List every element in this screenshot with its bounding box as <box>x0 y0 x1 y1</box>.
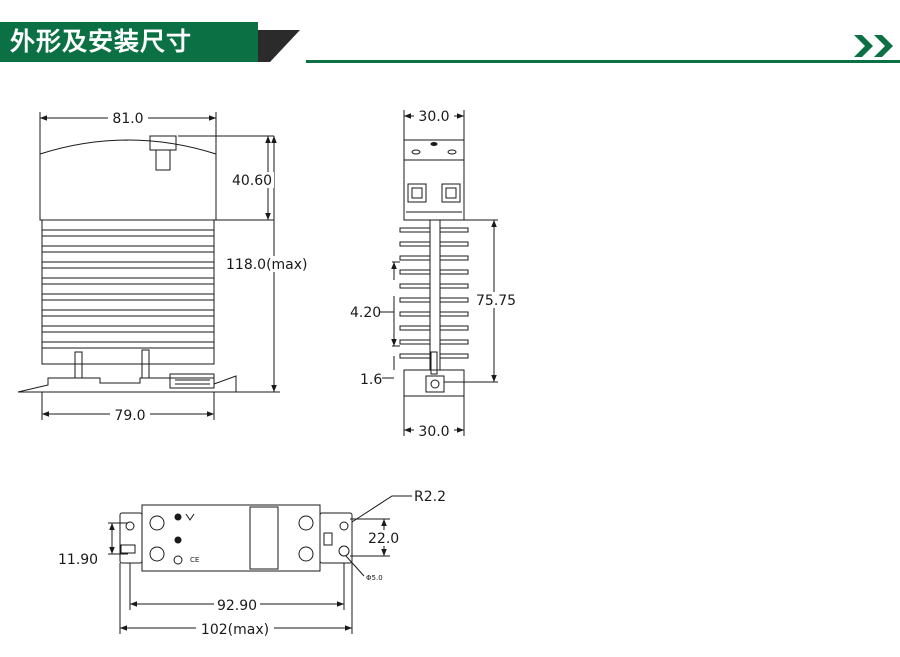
top-hole-spacing-label: 92.90 <box>217 598 257 614</box>
side-fins <box>399 227 469 359</box>
side-view <box>380 110 498 436</box>
side-width-bottom-label: 30.0 <box>418 424 449 440</box>
top-edge-offset-label: 11.90 <box>58 552 98 568</box>
top-terminal-2 <box>149 546 165 562</box>
front-cover-height-label: 40.60 <box>232 173 272 189</box>
top-mount-left <box>119 512 143 564</box>
side-cover <box>403 139 465 221</box>
top-terminal-3 <box>298 515 314 531</box>
front-width-bottom-label: 79.0 <box>114 408 145 424</box>
side-fin-pitch-label: 4.20 <box>350 305 381 321</box>
side-screw-left <box>407 183 427 203</box>
side-base <box>403 369 465 397</box>
front-heatsink <box>41 219 215 365</box>
top-view: CE <box>108 495 412 634</box>
top-hole-spacing-vertical-label: 22.0 <box>368 531 399 547</box>
top-mount-right <box>319 512 353 564</box>
title-band <box>0 22 258 62</box>
top-body <box>141 504 321 572</box>
side-fin-thickness-label: 1.6 <box>360 372 382 388</box>
top-hole-diameter-label: Φ5.0 <box>366 574 383 582</box>
top-terminal-4 <box>298 546 314 562</box>
side-width-top-label: 30.0 <box>418 109 449 125</box>
front-fins <box>42 229 214 349</box>
header: 外形及安装尺寸 <box>0 0 900 66</box>
side-screw-right <box>441 183 461 203</box>
header-rule <box>306 60 900 63</box>
front-terminal-left <box>74 351 83 379</box>
double-chevron-right-icon <box>854 35 893 57</box>
title-wedge <box>258 30 300 62</box>
side-heatsink-core <box>429 219 441 371</box>
front-width-top-label: 81.0 <box>112 111 143 127</box>
front-total-height-label: 118.0(max) <box>226 257 308 273</box>
front-knob <box>149 135 177 151</box>
top-corner-radius-label: R2.2 <box>414 489 446 505</box>
front-clip <box>169 373 215 389</box>
top-total-length-label: 102(max) <box>201 622 269 638</box>
side-heatsink-height-label: 75.75 <box>476 293 516 309</box>
front-knob-stem <box>155 149 171 171</box>
top-label-window <box>249 506 279 570</box>
top-terminal-1 <box>149 515 165 531</box>
front-base-rail <box>17 375 237 393</box>
page-title: 外形及安装尺寸 <box>10 27 193 56</box>
svg-text:CE: CE <box>190 556 199 564</box>
front-cover <box>39 139 217 221</box>
